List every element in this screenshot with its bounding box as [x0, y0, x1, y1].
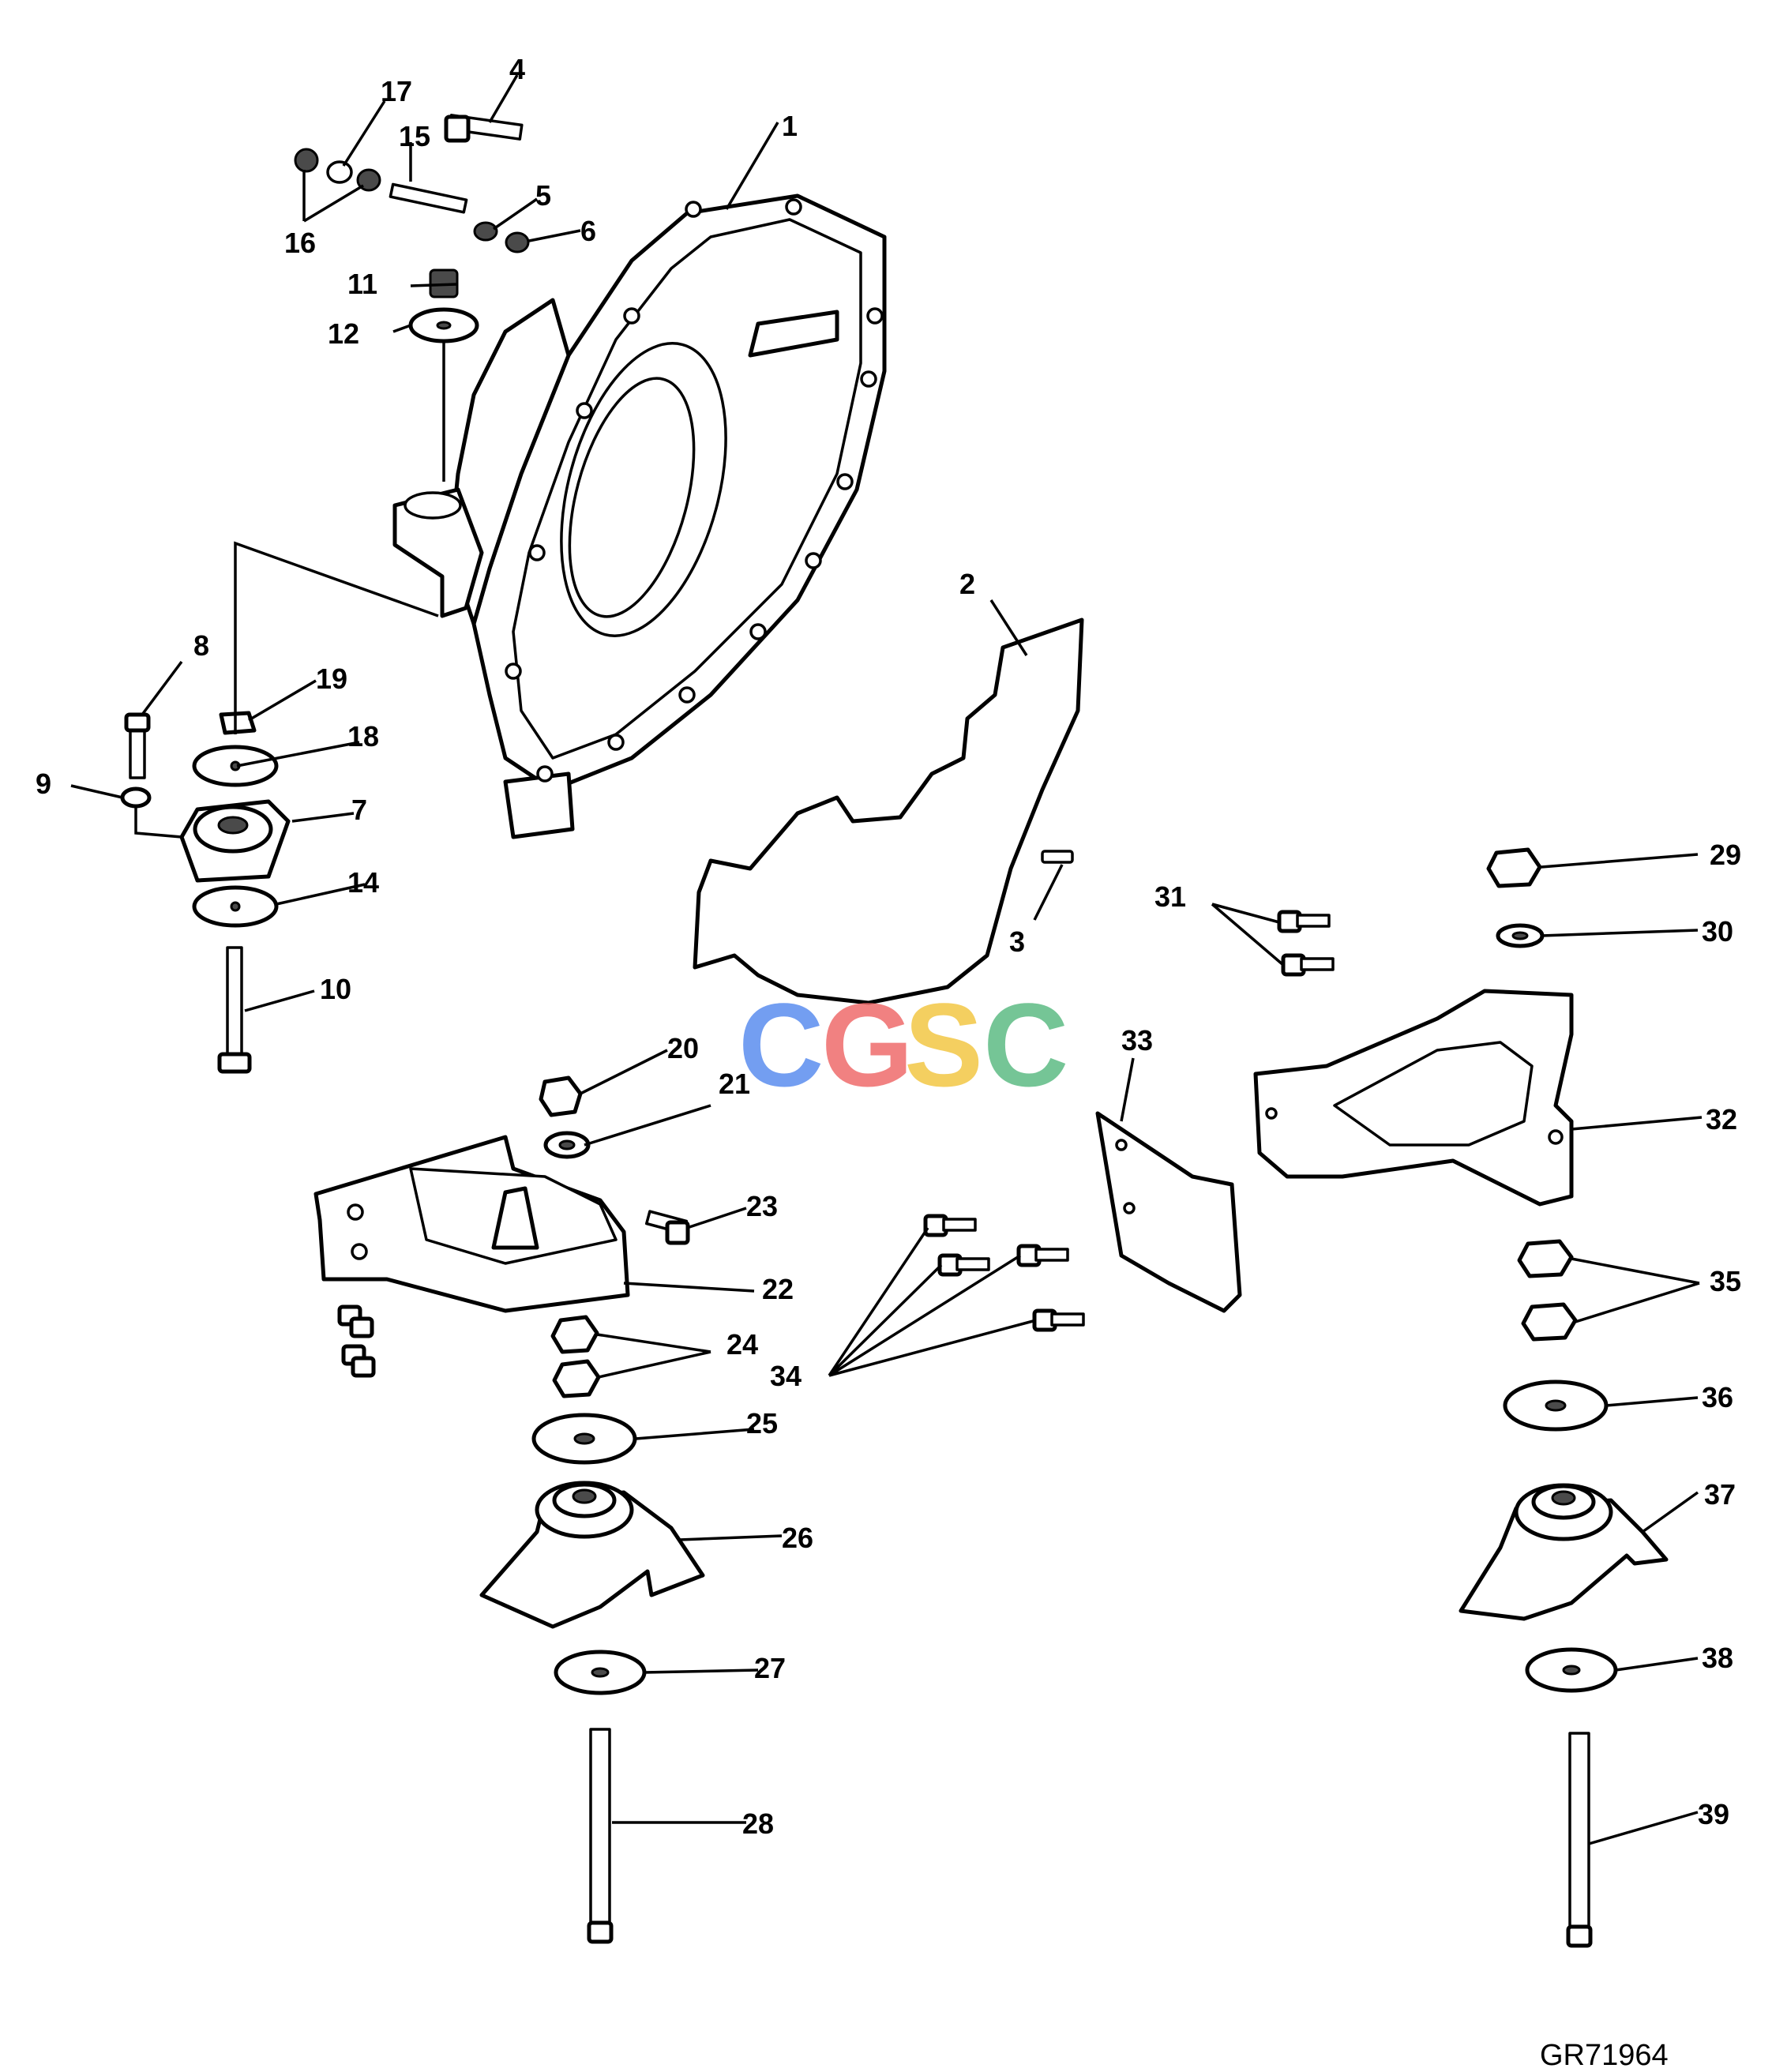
callout-8: 8 [193, 629, 209, 662]
bracket-32 [1253, 989, 1574, 1207]
callout-7: 7 [351, 794, 367, 826]
callout-22: 22 [762, 1273, 794, 1305]
callout-17: 17 [381, 75, 412, 107]
washer-12 [408, 307, 479, 343]
callout-29: 29 [1710, 839, 1741, 871]
callout-28: 28 [742, 1807, 774, 1840]
flywheel-housing [392, 193, 887, 839]
callout-34: 34 [770, 1360, 802, 1392]
callout-11: 11 [347, 268, 377, 300]
bolt-28 [587, 1728, 614, 1944]
washer-17 [326, 160, 353, 184]
watermark-letter-2: G [821, 978, 914, 1111]
callout-31: 31 [1154, 880, 1186, 913]
leader-lines [70, 74, 1703, 1845]
bolts-34 [923, 1214, 1085, 1332]
washer-36 [1503, 1379, 1609, 1432]
washer-27 [554, 1650, 647, 1695]
callout-1: 1 [782, 110, 798, 142]
callout-16: 16 [284, 227, 316, 259]
bolt-4 [444, 114, 524, 143]
callout-18: 18 [347, 720, 379, 753]
nut-20 [539, 1075, 583, 1117]
bolt-39 [1566, 1732, 1593, 1948]
washer-14 [192, 885, 279, 928]
callout-2: 2 [959, 568, 975, 600]
bolt-10 [217, 946, 252, 1074]
callout-27: 27 [754, 1652, 786, 1684]
callout-21: 21 [719, 1068, 750, 1100]
mount-26 [479, 1481, 705, 1629]
gasket-plate [693, 617, 1084, 1005]
callout-3: 3 [1009, 925, 1025, 958]
callout-36: 36 [1702, 1381, 1733, 1413]
nut-16 [356, 168, 381, 192]
callout-35: 35 [1710, 1265, 1741, 1297]
callout-19: 19 [316, 663, 347, 695]
callout-32: 32 [1706, 1103, 1737, 1135]
watermark-letter-1: C [738, 978, 824, 1111]
callout-10: 10 [320, 973, 351, 1005]
nut-29 [1486, 847, 1542, 888]
bolt-3 [1041, 850, 1074, 864]
shield-33 [1095, 1111, 1242, 1313]
callout-5: 5 [535, 179, 551, 212]
stud-15 [389, 182, 468, 214]
bolts-31 [1277, 910, 1335, 977]
nut-24a [550, 1315, 599, 1354]
nut-17 [294, 148, 319, 173]
washer-25 [531, 1413, 637, 1465]
bolt-23 [644, 1210, 690, 1245]
callout-33: 33 [1121, 1024, 1153, 1057]
bolts-left-22 [337, 1304, 376, 1378]
callout-38: 38 [1702, 1642, 1733, 1674]
callout-9: 9 [36, 768, 51, 800]
nut-6 [505, 231, 530, 253]
washer-38 [1525, 1647, 1618, 1693]
nut-24b [552, 1359, 601, 1398]
callout-12: 12 [328, 317, 359, 350]
mount-37 [1459, 1483, 1669, 1621]
callout-23: 23 [746, 1190, 778, 1222]
watermark-logo: C G S C [738, 978, 1068, 1111]
washer-5 [473, 221, 498, 242]
callout-24: 24 [726, 1328, 758, 1361]
nut-19 [219, 711, 257, 735]
callout-20: 20 [667, 1032, 699, 1064]
figure-id: GR71964 [1540, 2039, 1669, 2072]
bolt-8 [124, 712, 151, 779]
callout-6: 6 [580, 215, 596, 247]
washer-21 [543, 1131, 591, 1159]
callout-4: 4 [509, 53, 525, 85]
callout-15: 15 [399, 120, 430, 152]
callout-37: 37 [1704, 1478, 1736, 1511]
washer-30 [1496, 923, 1545, 948]
callout-25: 25 [746, 1407, 778, 1440]
callout-30: 30 [1702, 915, 1733, 948]
washer-18 [192, 745, 279, 787]
washer-9 [120, 786, 152, 809]
nut-35a [1517, 1239, 1574, 1278]
callout-labels: 1 2 3 4 5 6 7 8 9 10 11 12 14 15 16 17 1… [36, 53, 1741, 1840]
callout-14: 14 [347, 866, 379, 899]
mount-7 [179, 799, 291, 883]
watermark-letter-3: S [904, 978, 983, 1111]
callout-39: 39 [1698, 1798, 1729, 1830]
nut-35b [1521, 1302, 1578, 1342]
watermark-letter-4: C [983, 978, 1068, 1111]
bracket-22 [313, 1135, 630, 1313]
callout-26: 26 [782, 1522, 813, 1554]
